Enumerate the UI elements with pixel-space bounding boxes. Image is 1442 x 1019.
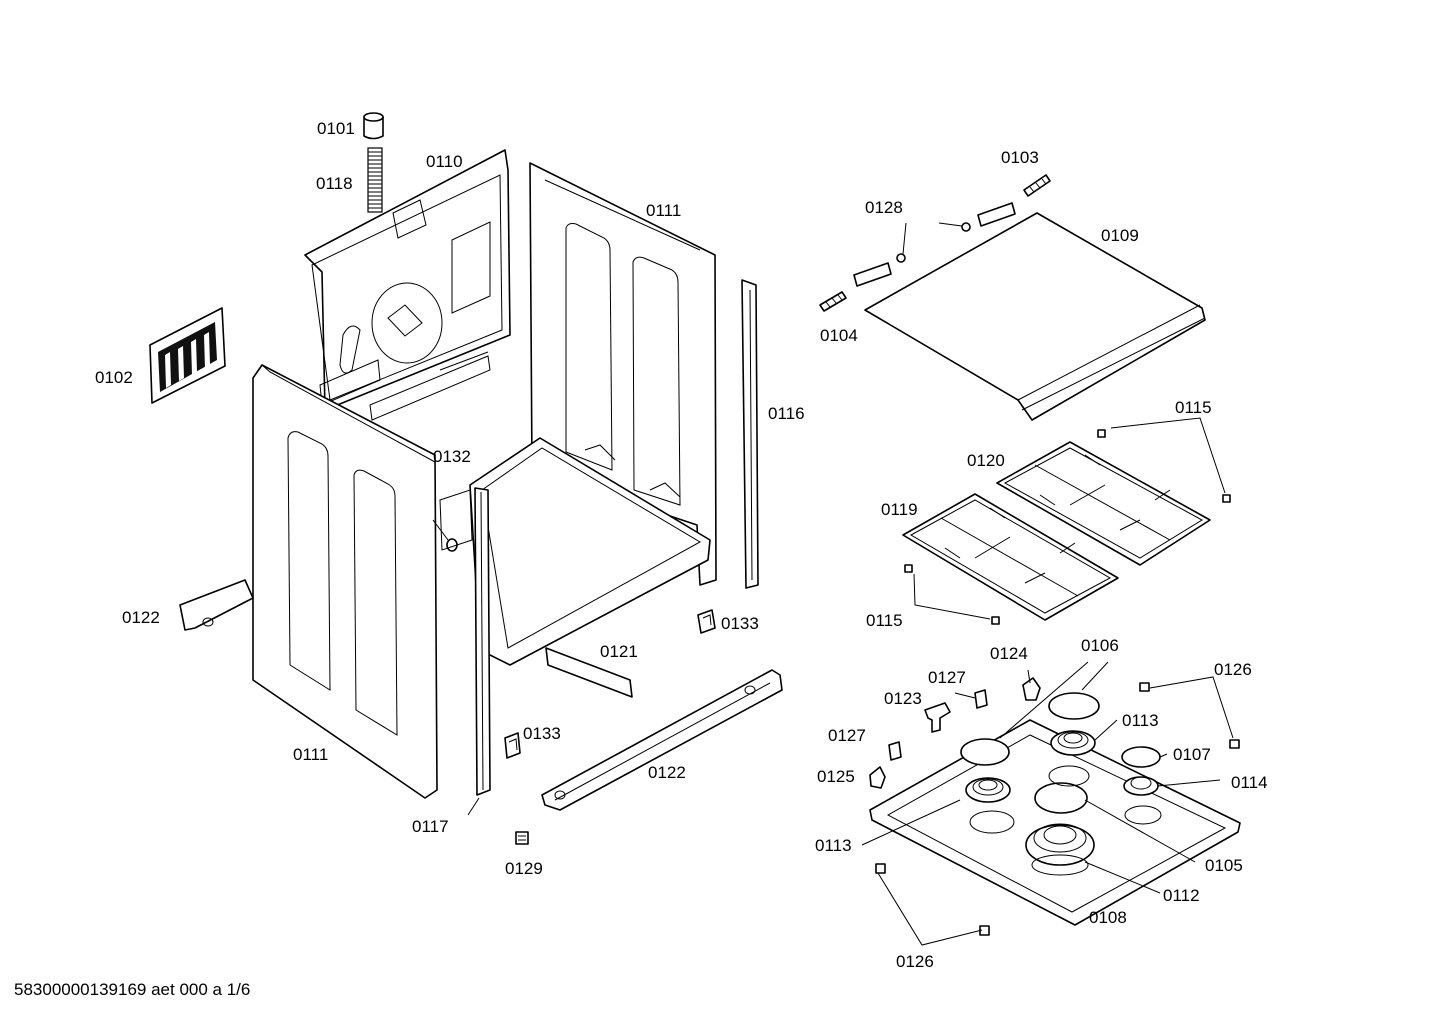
part-0109-hinge-right [977, 202, 1016, 227]
part-0113-burner-upper [1050, 730, 1096, 756]
label-0117: 0117 [412, 817, 449, 836]
part-0112-burner-large [1025, 823, 1095, 876]
part-0109-lid [864, 212, 1206, 421]
part-0119-pan-support-left [902, 493, 1119, 621]
label-0128: 0128 [865, 198, 903, 217]
label-0126-upper: 0126 [1214, 660, 1252, 679]
label-0129: 0129 [505, 859, 543, 878]
label-0114: 0114 [1231, 773, 1268, 792]
part-0127-clip-upper [974, 689, 988, 709]
label-0101: 0101 [317, 119, 355, 138]
part-0103-screw [1023, 174, 1051, 197]
label-0132: 0132 [433, 447, 471, 466]
part-0106-burner-cap-large [1048, 692, 1100, 720]
label-0122-right: 0122 [648, 763, 686, 782]
part-0133-clip-lower [504, 732, 521, 759]
label-0109: 0109 [1101, 226, 1139, 245]
part-0115-bumper [904, 429, 1231, 625]
part-0133-clip-upper [697, 609, 716, 634]
part-0117-front-strip [474, 487, 491, 796]
document-reference-footer: 58300000139169 aet 000 a 1/6 [14, 980, 251, 999]
part-0122-rail-left [179, 579, 254, 631]
label-0127-upper: 0127 [928, 668, 966, 687]
label-0112: 0112 [1163, 886, 1200, 905]
part-0129-screw [515, 831, 529, 845]
label-0127-lower: 0127 [828, 726, 866, 745]
label-0125: 0125 [817, 767, 855, 786]
label-0123: 0123 [884, 689, 922, 708]
label-0106: 0106 [1081, 636, 1119, 655]
part-0124-injector [1022, 677, 1041, 701]
label-0126-lower: 0126 [896, 952, 934, 971]
part-0101-cap [363, 112, 384, 140]
part-0111-side-panel-left [252, 364, 438, 799]
label-0118: 0118 [316, 174, 353, 193]
label-0121: 0121 [600, 642, 638, 661]
label-0111-left: 0111 [293, 745, 328, 764]
part-0121-bottom-tray [469, 437, 711, 698]
label-0104: 0104 [820, 326, 858, 345]
leader-lines [432, 222, 1234, 946]
part-labels: 0101 0118 0110 0111 0102 0116 0132 0122 … [95, 119, 1268, 971]
part-0102-vent-grille [149, 307, 226, 404]
label-0133-lower: 0133 [523, 724, 561, 743]
label-0113-upper: 0113 [1122, 711, 1159, 730]
part-0106-burner-cap-left [960, 738, 1010, 766]
part-0127-clip-lower [888, 741, 902, 761]
label-0115-lower: 0115 [866, 611, 903, 630]
label-0113-lower: 0113 [815, 836, 852, 855]
part-0132-grommet [439, 489, 473, 552]
label-0111-right: 0111 [646, 201, 681, 220]
part-0113-burner-left [965, 777, 1011, 803]
part-0105-burner-cap-center [1034, 782, 1088, 814]
label-0116: 0116 [768, 404, 805, 423]
part-0122-rail-right [541, 669, 783, 811]
part-0107-burner-cap-small [1121, 746, 1161, 768]
part-0109-hinge-left [853, 262, 892, 287]
part-0114-burner-small [1123, 776, 1159, 796]
burner-base-rings [969, 765, 1162, 834]
label-0105: 0105 [1205, 856, 1243, 875]
part-0118-pipe [367, 147, 383, 213]
part-0104-screw [819, 291, 847, 312]
label-0110: 0110 [426, 152, 463, 171]
part-0116-side-strip [741, 279, 759, 589]
label-0120: 0120 [967, 451, 1005, 470]
label-0119: 0119 [881, 500, 918, 519]
part-0120-pan-support-right [996, 441, 1211, 566]
label-0107: 0107 [1173, 745, 1211, 764]
part-0125-ignition [869, 766, 886, 789]
label-0133-upper: 0133 [721, 614, 759, 633]
part-0123-connector [924, 702, 951, 733]
label-0115-upper: 0115 [1175, 398, 1212, 417]
label-0122-left: 0122 [122, 608, 160, 627]
label-0124: 0124 [990, 644, 1028, 663]
part-0128-washer [896, 222, 971, 263]
label-0102: 0102 [95, 368, 133, 387]
label-0103: 0103 [1001, 148, 1039, 167]
label-0108: 0108 [1089, 908, 1127, 927]
